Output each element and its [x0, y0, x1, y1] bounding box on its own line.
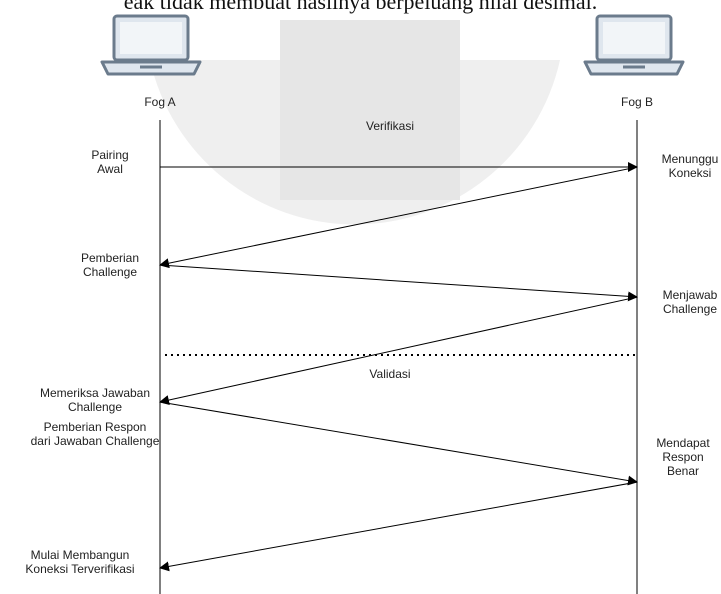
phase-label-verification: Verifikasi — [365, 119, 415, 133]
message-arrow — [159, 264, 638, 302]
cropped-document-text: eak tidak membuat hasilnya berpeluang ni… — [123, 0, 598, 14]
laptop-icon — [100, 14, 202, 76]
message-arrow — [159, 166, 638, 269]
message-arrow — [159, 401, 638, 486]
message-arrow — [159, 481, 638, 572]
phase-label-validation: Validasi — [369, 367, 411, 381]
node-label-fog-b: Fog B — [620, 95, 653, 109]
laptop-icon — [583, 14, 685, 76]
message-arrow — [159, 296, 638, 405]
node-label-fog-a: Fog A — [144, 95, 176, 109]
